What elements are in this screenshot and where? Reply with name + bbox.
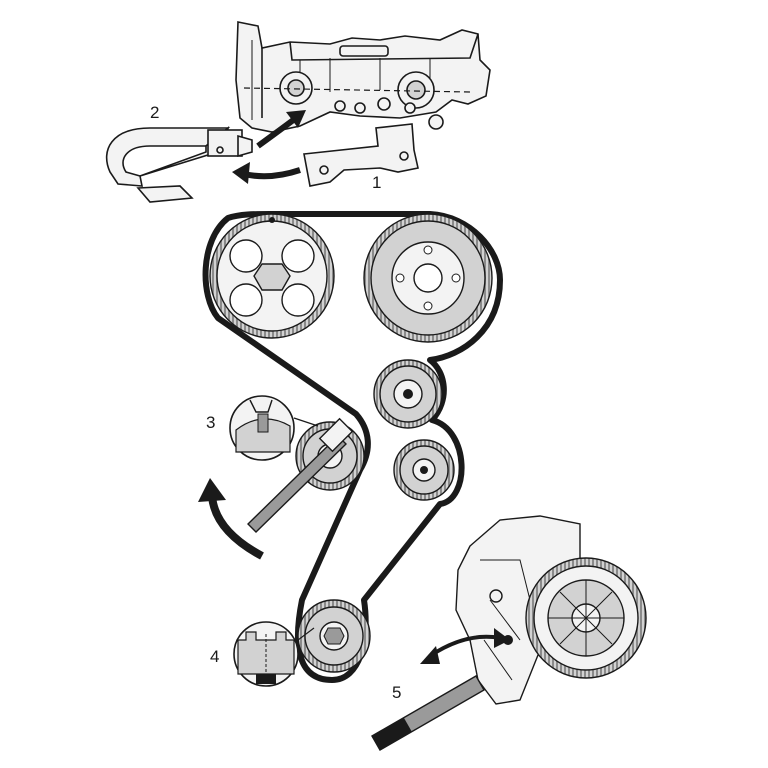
camshaft-axis-line [243,87,471,93]
crankshaft-sprocket [297,599,371,673]
camshaft-locking-tool [105,126,253,203]
callout-5: 5 [392,683,401,702]
engine-block [455,515,581,705]
tensioner-detail-inset [229,395,319,461]
cylinder-head [235,21,491,133]
tensioner-wrench [247,417,354,533]
callout-4: 4 [210,647,219,666]
pin-arrowhead-left [420,646,440,664]
idler-pulley-upper [373,359,443,429]
crank-detail-inset [233,621,315,687]
rotation-arrow [208,495,264,560]
install-arrow-1 [243,167,301,180]
callout-1: 1 [372,173,381,192]
flywheel [525,557,647,679]
rotation-arrowhead [198,478,226,502]
arrowhead-1 [232,162,250,184]
flywheel-locking-pin [371,635,513,751]
camshaft-sprocket-left [209,213,335,339]
arrowhead-2 [286,110,306,128]
camshaft-sprocket-right [363,213,493,343]
camshaft-alignment-plate [303,123,419,187]
callout-3: 3 [206,413,215,432]
pin-arrowhead-right [494,628,510,648]
idler-pulley-lower [393,439,455,501]
callout-2: 2 [150,103,159,122]
